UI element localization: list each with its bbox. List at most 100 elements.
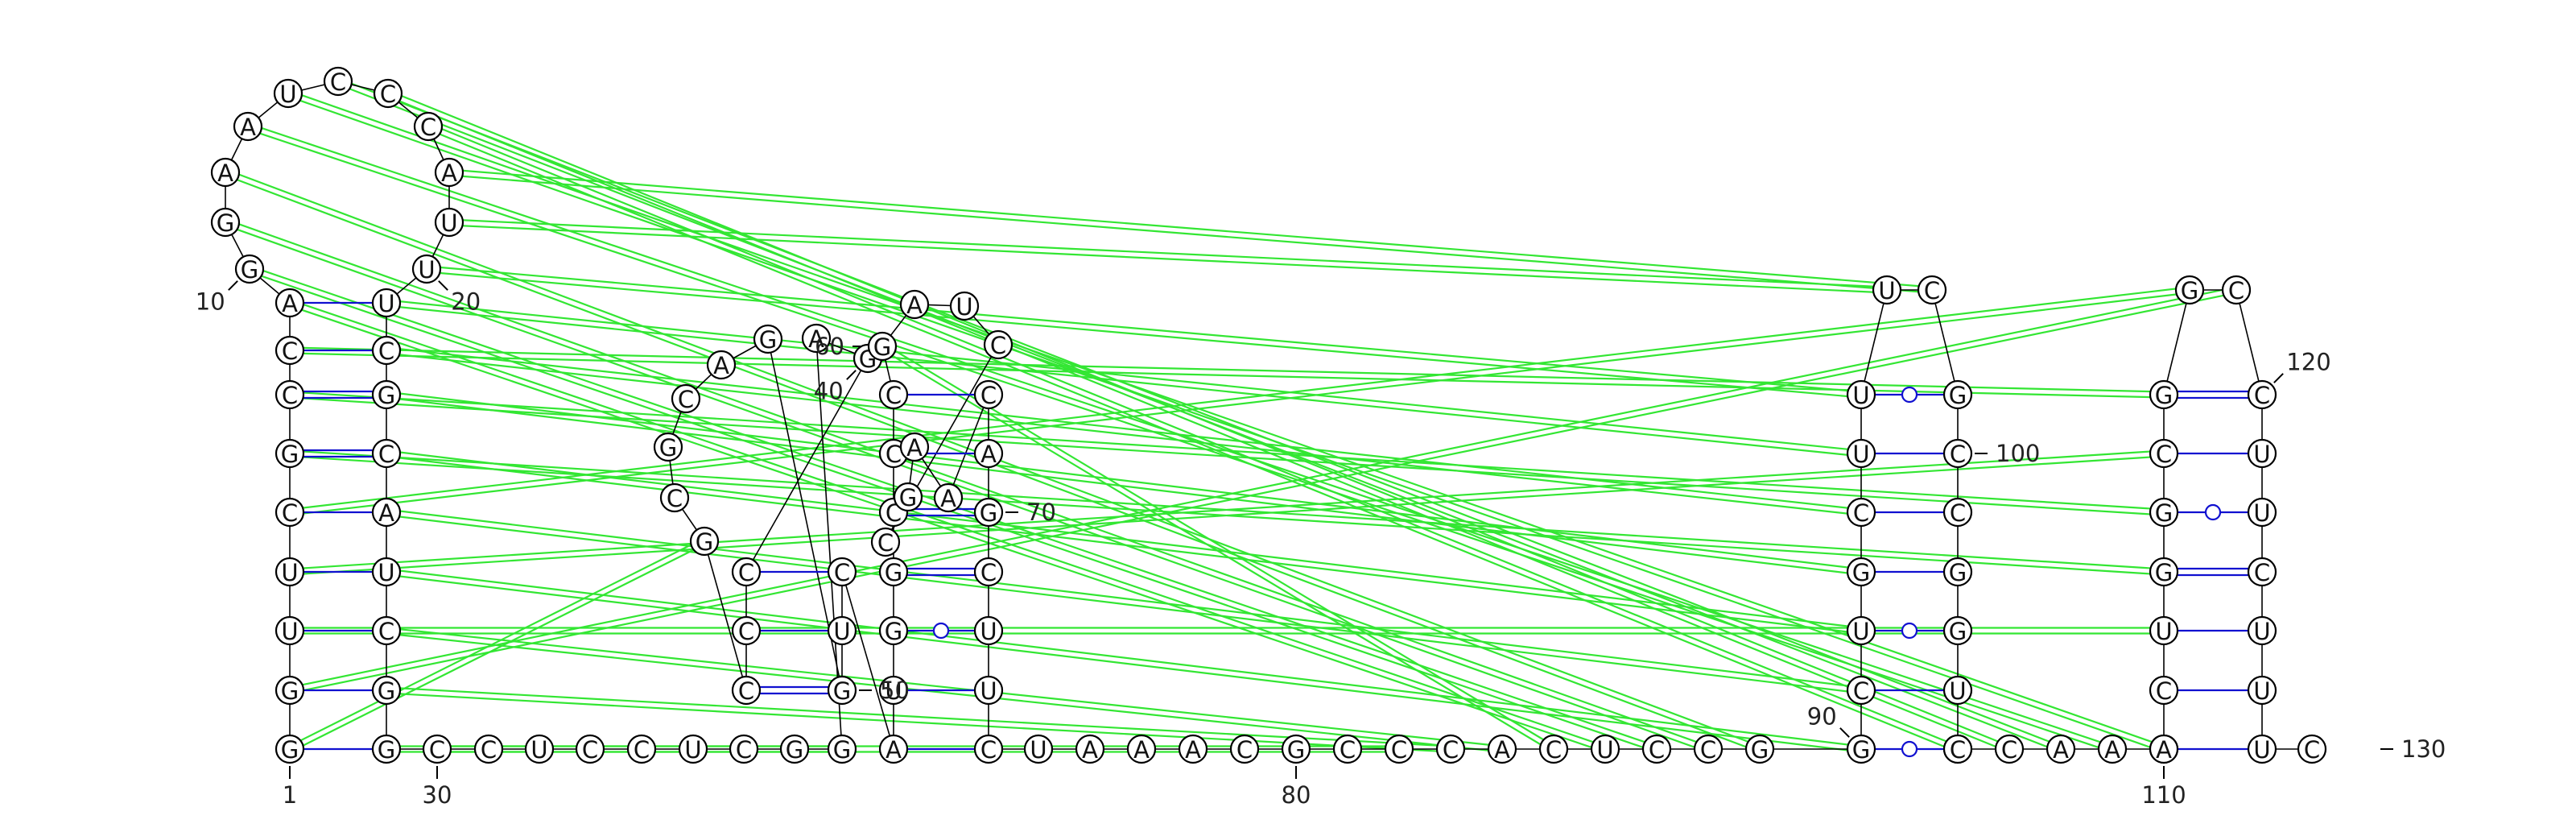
pseudoknot-line [448, 224, 1887, 294]
pseudoknot-line [289, 286, 2190, 511]
nucleotide-letter: U [684, 736, 701, 764]
nucleotide-letter: A [906, 292, 923, 319]
backbone-segment [2235, 289, 2263, 395]
numbering-label: 120 [2286, 349, 2330, 376]
nucleotide-letter: A [886, 736, 902, 764]
nucleotide-letter: U [2253, 736, 2270, 764]
numbering-label: 40 [814, 377, 844, 404]
nucleotide-letter: G [659, 434, 677, 462]
nucleotide-letter: C [738, 677, 754, 705]
pseudoknot-line [386, 396, 1861, 576]
nucleotide-circle [413, 111, 444, 142]
nucleotide-circle [2247, 734, 2277, 764]
nucleotide: U [1846, 615, 1876, 646]
nucleotide-circle [323, 66, 353, 97]
nucleotide: C [1917, 275, 1947, 305]
nucleotide-letter: G [378, 382, 395, 409]
nucleotide-circle [731, 557, 762, 587]
nucleotide-circle [2221, 275, 2252, 305]
gu-pair-marker [2204, 503, 2222, 521]
backbone-segment [841, 571, 894, 750]
nucleotide-letter: U [1030, 736, 1046, 764]
pseudoknot-line [289, 286, 2236, 689]
nucleotide-letter: U [378, 559, 394, 586]
nucleotide: U [1846, 438, 1876, 469]
nucleotide: C [1693, 734, 1724, 764]
nucleotide-circle [2297, 734, 2327, 764]
nucleotide-letter: C [429, 736, 445, 764]
nucleotide-circle [801, 323, 832, 354]
nucleotide-letter: G [885, 618, 902, 645]
nucleotide: C [2247, 379, 2277, 410]
nucleotide-letter: C [420, 114, 436, 141]
nucleotide: C [1384, 734, 1414, 764]
nucleotide-letter: C [738, 618, 754, 645]
nucleotide-circle [973, 379, 1004, 410]
nucleotide-letter: C [1236, 736, 1253, 764]
nucleotide-letter: C [2304, 736, 2320, 764]
nucleotide: G [1281, 734, 1311, 764]
nucleotide-letter: G [885, 559, 902, 586]
nucleotide-letter: U [418, 256, 435, 284]
numbering-label: 10 [196, 288, 225, 315]
pseudoknot-line [386, 304, 1861, 457]
nucleotide: G [878, 557, 909, 587]
nucleotide-letter: A [240, 114, 256, 141]
pseudoknot-line [386, 632, 1502, 753]
nucleotide: U [973, 675, 1004, 706]
nucleotide: C [1435, 734, 1466, 764]
nucleotide: A [706, 350, 737, 380]
nucleotide-letter: A [1185, 736, 1201, 764]
nucleotide: C [1994, 734, 2025, 764]
nucleotide-letter: U [1852, 441, 1869, 468]
nucleotide-circle [422, 734, 452, 764]
nucleotide-circle [1384, 734, 1414, 764]
nucleotide: U [1590, 734, 1620, 764]
nucleotide-circle [210, 207, 241, 238]
nucleotide-circle [933, 482, 964, 513]
nucleotide-circle [983, 329, 1013, 360]
nucleotide-letter: C [634, 736, 650, 764]
pseudoknot-line [427, 265, 1862, 393]
nucleotide: C [626, 734, 657, 764]
nucleotide-circle [1744, 734, 1775, 764]
nucleotide-letter: U [378, 290, 394, 317]
nucleotide-letter: C [1950, 499, 1966, 527]
pseudoknot-line [449, 168, 1933, 288]
nucleotide: U [273, 78, 303, 109]
nucleotide-circle [731, 675, 762, 706]
nucleotide-circle [659, 482, 690, 513]
nucleotide: U [1023, 734, 1054, 764]
nucleotide-circle [275, 675, 305, 706]
nucleotide-letter: C [877, 529, 894, 557]
nucleotide-letter: G [2155, 382, 2173, 409]
nucleotide-letter: A [2053, 736, 2069, 764]
nucleotide-circle [2149, 675, 2179, 706]
nucleotide-circle [1023, 734, 1054, 764]
nucleotide-letter: C [886, 382, 902, 409]
backbone-segment [2163, 289, 2190, 395]
nucleotide: G [371, 675, 402, 706]
nucleotide: G [1744, 734, 1775, 764]
nucleotide: G [893, 482, 923, 512]
nucleotide-circle [1435, 734, 1466, 764]
nucleotide-circle [371, 557, 402, 587]
nucleotide-circle [731, 615, 762, 646]
nucleotide: G [1846, 557, 1876, 587]
nucleotide-circle [1917, 275, 1947, 305]
nucleotide-circle [210, 157, 241, 188]
nucleotide: U [1872, 275, 1902, 305]
nucleotide-circle [1846, 497, 1876, 528]
nucleotide-letter: C [2228, 277, 2244, 304]
numbering-ticks [228, 280, 2393, 779]
nucleotide: C [729, 734, 759, 764]
nucleotide: C [1641, 734, 1672, 764]
nucleotide-circle [1846, 734, 1876, 764]
nucleotide: C [731, 615, 762, 646]
nucleotide: G [275, 734, 305, 764]
nucleotide-letter: C [980, 559, 997, 586]
numbering-label: 110 [2141, 781, 2186, 809]
